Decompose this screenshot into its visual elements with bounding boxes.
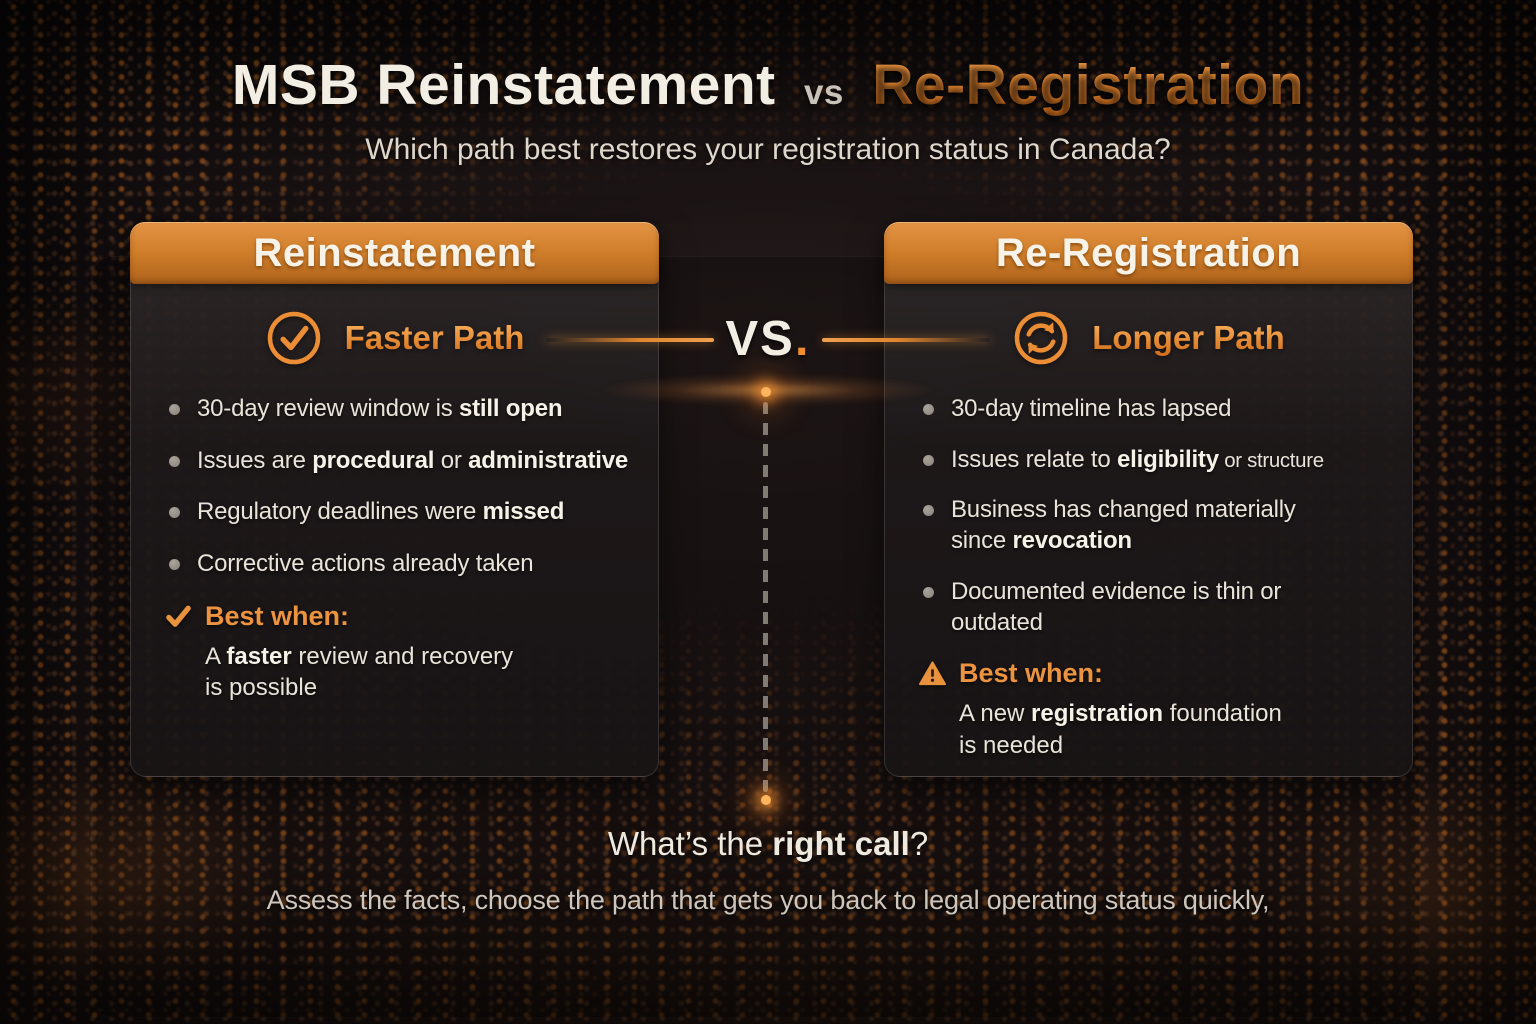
best-when-heading: Best when: xyxy=(165,601,634,632)
title-vs-word: vs xyxy=(803,73,844,112)
footer-note: Assess the facts, choose the path that g… xyxy=(266,885,1270,915)
footer-question: What’s the right call? xyxy=(607,825,929,862)
vs-badge: VS. xyxy=(0,311,1536,367)
refresh-circle-icon xyxy=(1012,309,1070,367)
best-when-label: Best when: xyxy=(205,600,350,631)
title-accent: Re-Registration xyxy=(872,53,1305,117)
check-circle-icon xyxy=(265,309,323,367)
re-registration-best-when: Best when: A new registration foundation… xyxy=(885,658,1412,760)
faster-path-row: Faster Path xyxy=(131,308,658,368)
page-subtitle: Which path best restores your registrati… xyxy=(365,133,1171,166)
reinstatement-card: Reinstatement Faster Path 30-day review … xyxy=(130,222,659,777)
best-when-text: A faster review and recovery is possible xyxy=(205,642,514,702)
bullet-item: Corrective actions already taken xyxy=(169,549,634,580)
bullet-item: Business has changed materially since re… xyxy=(923,495,1388,556)
bullet-dot xyxy=(923,505,934,517)
bullet-text: Corrective actions already taken xyxy=(197,550,534,578)
bullet-dot xyxy=(169,455,180,467)
reinstatement-best-when: Best when: A faster review and recovery … xyxy=(131,601,658,703)
bullet-item: Documented evidence is thin or outdated xyxy=(923,577,1388,638)
faster-path-label: Faster Path xyxy=(344,319,525,356)
bullet-text: Business has changed materially since re… xyxy=(951,496,1296,555)
reinstatement-card-header: Reinstatement xyxy=(130,222,659,284)
best-when-text: A new registration foundation is needed xyxy=(959,700,1282,759)
bullet-dot xyxy=(169,404,180,415)
bullet-dot xyxy=(169,559,180,571)
re-registration-card: Re-Registration Longer Path 30-day timel… xyxy=(884,222,1413,777)
bullet-dot xyxy=(923,586,934,598)
bullet-item: Issues relate to eligibility or structur… xyxy=(923,445,1388,476)
bullet-item: Regulatory deadlines were missed xyxy=(169,497,634,528)
divider-glow-dot-top xyxy=(761,387,771,397)
bullet-text: Regulatory deadlines were missed xyxy=(197,498,565,526)
bullet-item: 30-day timeline has lapsed xyxy=(923,394,1388,425)
bullet-text: 30-day timeline has lapsed xyxy=(951,395,1232,422)
longer-path-row: Longer Path xyxy=(885,308,1412,368)
bullet-text: Issues are procedural or administrative xyxy=(197,446,629,474)
left-connector-line xyxy=(546,338,714,342)
page-title: MSB Reinstatement vs Re-Registration xyxy=(0,52,1536,118)
vs-text: VS xyxy=(725,312,795,366)
bullet-dot xyxy=(923,454,934,466)
check-icon xyxy=(165,603,192,630)
longer-path-label: Longer Path xyxy=(1092,319,1285,356)
bullet-text: 30-day review window is still open xyxy=(197,395,563,422)
warning-icon xyxy=(919,660,946,687)
re-registration-card-header: Re-Registration xyxy=(884,222,1413,284)
bullet-text: Issues relate to eligibility or structur… xyxy=(951,445,1324,473)
bullet-dot xyxy=(169,507,180,519)
dashed-divider-line xyxy=(763,402,768,792)
bullet-text: Documented evidence is thin or outdated xyxy=(951,577,1282,636)
best-when-heading: Best when: xyxy=(919,658,1388,689)
bullet-item: 30-day review window is still open xyxy=(169,394,634,425)
bullet-dot xyxy=(923,404,934,415)
vs-dot: . xyxy=(794,312,811,366)
divider-glow-dot-bottom xyxy=(761,795,771,805)
best-when-label: Best when: xyxy=(959,658,1104,689)
bullet-item: Issues are procedural or administrative xyxy=(169,446,634,477)
right-connector-line xyxy=(822,338,990,342)
title-main: MSB Reinstatement xyxy=(231,53,776,117)
